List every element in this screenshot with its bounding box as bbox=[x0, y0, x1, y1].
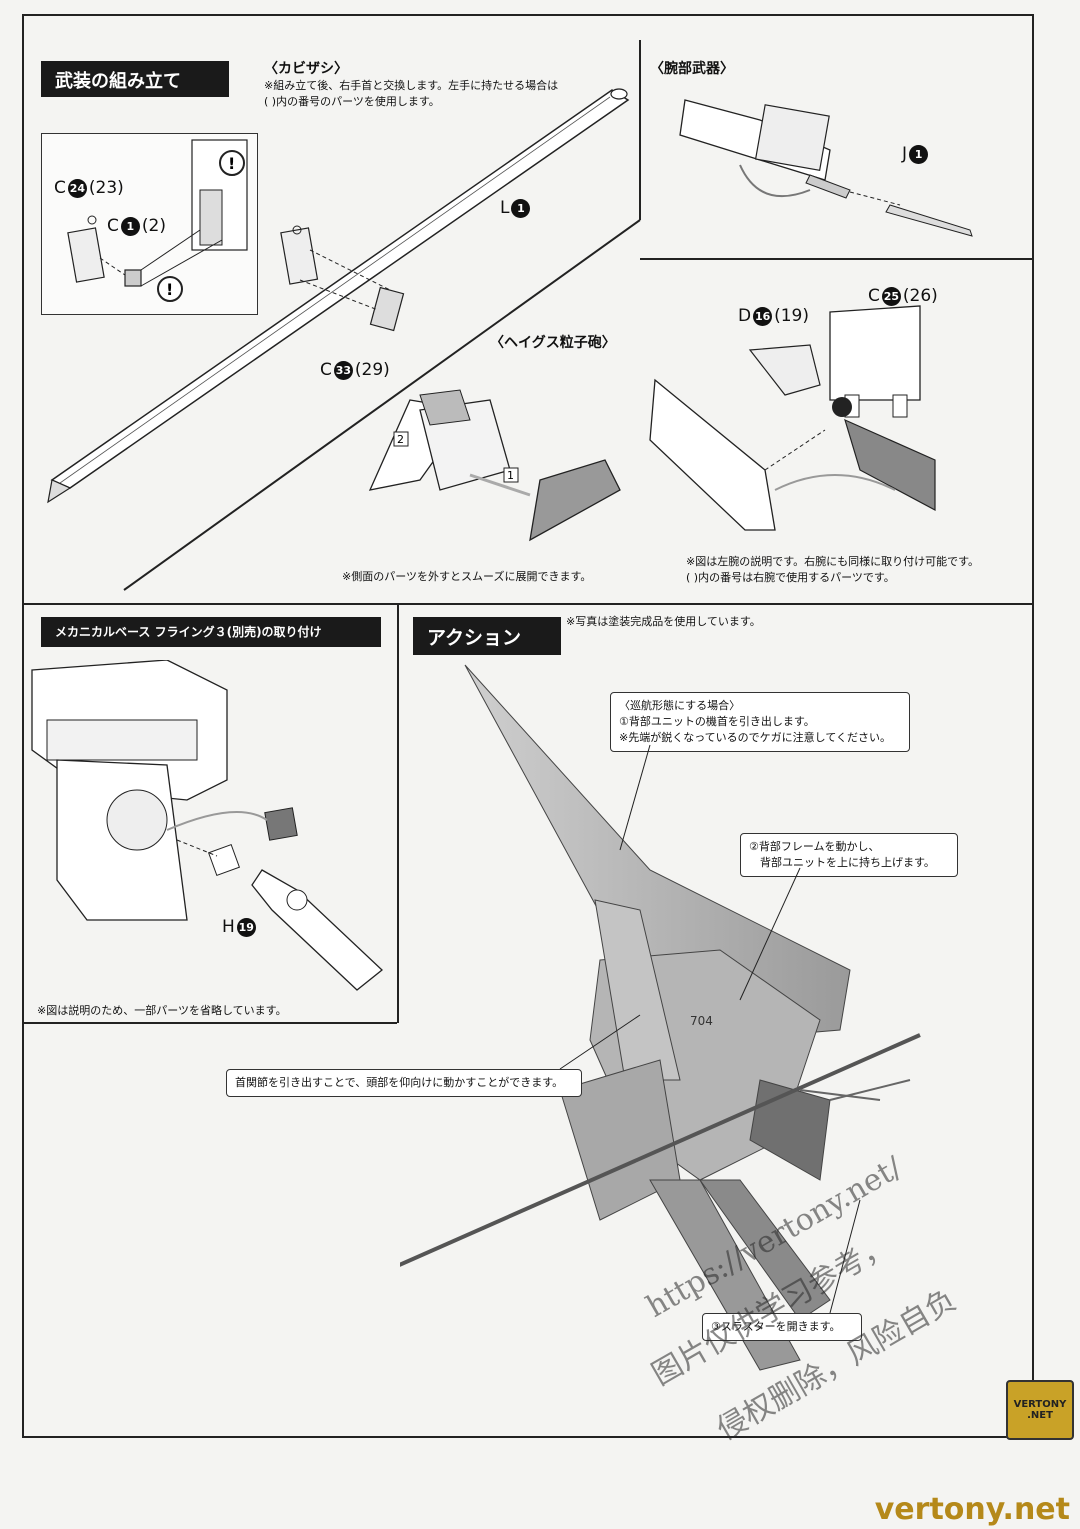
part-label-c33: C 33 (29) bbox=[320, 360, 390, 380]
part-number-badge: 25 bbox=[881, 286, 901, 306]
weapon-assembly-title: 武装の組み立て bbox=[41, 61, 229, 97]
divider-base-bottom bbox=[22, 1022, 397, 1024]
action-photo: 704 bbox=[400, 664, 921, 1371]
part-number-badge: 24 bbox=[67, 178, 87, 198]
divider-left-col bbox=[397, 603, 399, 1023]
part-label-l1: L 1 bbox=[500, 198, 531, 218]
page-frame bbox=[22, 14, 1034, 1438]
action-photo-note: ※写真は塗装完成品を使用しています。 bbox=[566, 615, 761, 628]
mechanical-base-title: メカニカルベース フライング３(別売)の取り付け bbox=[41, 617, 381, 647]
kabizashi-note: ※組み立て後、右手首と交換します。左手に持たせる場合は ( )内の番号のパーツを… bbox=[264, 79, 559, 108]
part-number-badge: 19 bbox=[236, 917, 256, 937]
part-number-badge: 1 bbox=[120, 216, 140, 236]
part-label-d16: D 16 (19) bbox=[738, 306, 809, 326]
part-label-c24: C 24 (23) bbox=[54, 178, 124, 198]
part-number-badge: 16 bbox=[753, 306, 773, 326]
part-label-j1: J 1 bbox=[902, 144, 929, 164]
mechanical-base-diagram bbox=[31, 660, 383, 991]
arm-weapon-note: ※図は左腕の説明です。右腕にも同様に取り付け可能です。 ( )内の番号は右腕で使… bbox=[686, 555, 980, 584]
divider-arm bbox=[640, 258, 1034, 260]
hegus-step-1: 1 bbox=[507, 469, 514, 482]
callout-neck-joint: 首関節を引き出すことで、頭部を仰向けに動かすことができます。 bbox=[226, 1069, 582, 1097]
mechanical-base-note: ※図は説明のため、一部パーツを省略しています。 bbox=[37, 1004, 287, 1017]
callout-cruise-mode: 〈巡航形態にする場合〉 ①背部ユニットの機首を引き出します。 ※先端が鋭くなって… bbox=[610, 692, 910, 752]
part-number-badge: 33 bbox=[333, 360, 353, 380]
footer-brand-text: vertony.net bbox=[874, 1492, 1070, 1527]
callout-back-frame: ②背部フレームを動かし、 背部ユニットを上に持ち上げます。 bbox=[740, 833, 958, 877]
callout-thrusters: ③スラスターを開きます。 bbox=[702, 1313, 862, 1341]
part-label-h19: H 19 bbox=[222, 917, 256, 937]
model-number-text: 704 bbox=[690, 1014, 713, 1028]
arm-weapon-title: 〈腕部武器〉 bbox=[650, 61, 734, 77]
part-number-badge: 1 bbox=[909, 144, 929, 164]
arm-weapon-diagram bbox=[679, 99, 973, 237]
part-label-c25: C 25 (26) bbox=[868, 286, 938, 306]
hegus-diagram: 2 1 bbox=[368, 389, 621, 542]
part-label-c1: C 1 (2) bbox=[107, 216, 166, 236]
divider-middle bbox=[22, 603, 1034, 605]
hegus-title: 〈ヘイグス粒子砲〉 bbox=[490, 335, 616, 351]
kabizashi-title: 〈カビザシ〉 bbox=[264, 61, 348, 77]
part-number-badge: 1 bbox=[511, 198, 531, 218]
svg-text:!: ! bbox=[228, 154, 235, 173]
kabizashi-diagram: ! ! bbox=[47, 88, 630, 504]
vertony-badge-logo: VERTONY .NET bbox=[1006, 1380, 1074, 1440]
svg-text:!: ! bbox=[166, 280, 173, 299]
hegus-step-2: 2 bbox=[397, 433, 404, 446]
hegus-note: ※側面のパーツを外すとスムーズに展開できます。 bbox=[342, 570, 592, 583]
arm-attachment-diagram bbox=[649, 305, 936, 531]
action-title: アクション bbox=[413, 617, 561, 655]
